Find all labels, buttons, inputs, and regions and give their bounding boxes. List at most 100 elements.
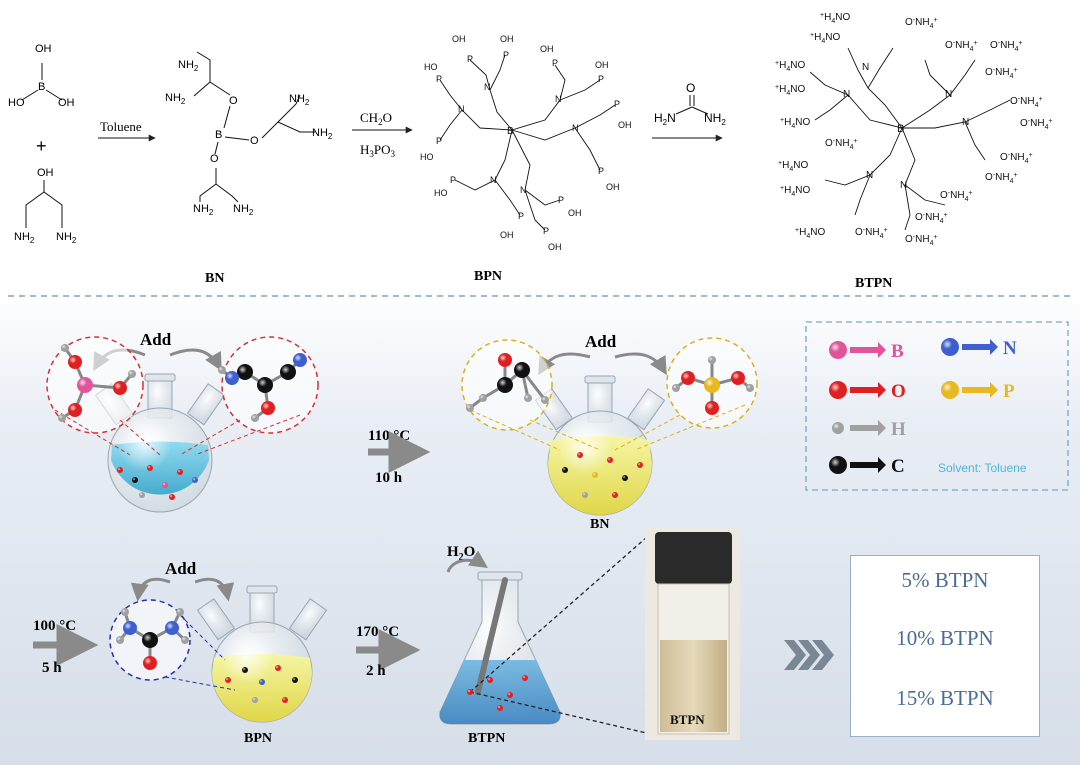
atom-ball-shine — [731, 371, 745, 385]
urea-structure: O H2N NH2 — [654, 81, 726, 127]
atom-ball-shine — [162, 482, 168, 488]
atom-ball-shine — [142, 632, 158, 648]
flask-4-label: BTPN — [468, 731, 505, 746]
bpn-p-4: P — [598, 74, 604, 84]
urea-oxygen: O — [686, 81, 695, 95]
boric-acid-structure: OH B HO OH — [8, 43, 75, 109]
atom-ball-shine — [181, 636, 189, 644]
btpn-onh4-7: O-NH4+ — [825, 138, 858, 151]
step-a-temp: 110 °C — [368, 428, 410, 444]
bpn-p-2: P — [503, 50, 509, 60]
step-b-time: 5 h — [42, 660, 62, 676]
bpn-n-3: N — [458, 104, 465, 114]
btpn-h4n-6: +H4NO — [778, 160, 808, 173]
legend-item-p: P — [941, 381, 1015, 402]
btpn-h4n-7: +H4NO — [780, 185, 810, 198]
atom-ball-shine — [139, 492, 145, 498]
step2-reagent-1: CH2O — [360, 110, 392, 127]
btpn-onh4-6: O-NH4+ — [1020, 118, 1053, 131]
btpn-onh4-3: O-NH4+ — [990, 40, 1023, 53]
legend-label-p: P — [1003, 381, 1015, 402]
btpn-onh4-9: O-NH4+ — [985, 172, 1018, 185]
btpn-n-4: N — [962, 117, 969, 128]
atom-ball-shine — [117, 467, 123, 473]
atom-ball-shine — [251, 414, 259, 422]
bpn-oh-9: OH — [548, 242, 562, 252]
btpn-onh4-13: O-NH4+ — [905, 234, 938, 247]
diamine-nh2-right: NH2 — [56, 231, 77, 245]
atom-ball-shine — [708, 356, 716, 364]
btpn-h4n-2: +H4NO — [810, 32, 840, 45]
chevron-arrows-icon — [784, 640, 834, 670]
btpn-onh4-12: O-NH4+ — [855, 227, 888, 240]
atom-ball-shine — [147, 465, 153, 471]
bpn-n-2: N — [555, 94, 562, 104]
add-arrow-left-3 — [138, 579, 170, 598]
bpn-oh-5: OH — [618, 120, 632, 130]
legend-label-c: C — [891, 456, 905, 477]
btpn-n-6: N — [900, 180, 907, 191]
flask-3 — [197, 586, 326, 722]
boron-atom: B — [38, 81, 45, 93]
atom-ball-shine — [61, 344, 69, 352]
vial-label: BTPN — [670, 712, 705, 727]
boric-oh-1: OH — [35, 43, 52, 55]
urea-nh2: NH2 — [704, 111, 726, 127]
atom-ball-shine — [514, 362, 530, 378]
legend-arrow-c — [850, 457, 886, 473]
atom-ball-shine — [541, 396, 549, 404]
bpn-structure: B N N N N N N P P P P P P P P P P P P OH… — [420, 34, 632, 252]
btpn-n-1: N — [862, 62, 869, 73]
bpn-oh-7: OH — [500, 230, 514, 240]
atom-ball-shine — [705, 401, 719, 415]
bpn-oh-2: OH — [500, 34, 514, 44]
legend-label-n: N — [1003, 338, 1017, 359]
bn-nh2-e: NH2 — [193, 203, 214, 217]
result-item-15: 15% BTPN — [851, 686, 1039, 711]
step-c-temp: 170 °C — [356, 624, 399, 640]
atom-ball-shine — [237, 364, 253, 380]
step-a-time: 10 h — [375, 470, 403, 486]
btpn-h4n-8: +H4NO — [795, 227, 825, 240]
bpn-p-5: P — [436, 74, 442, 84]
bpn-p-12: P — [543, 226, 549, 236]
btpn-onh4-10: O-NH4+ — [940, 190, 973, 203]
legend-ball-shine — [829, 381, 847, 399]
atom-ball-shine — [498, 353, 512, 367]
legend-ball-shine — [832, 422, 844, 434]
atom-ball-shine — [280, 364, 296, 380]
bn-boron: B — [215, 129, 222, 141]
btpn-onh4-1: O-NH4+ — [905, 17, 938, 30]
add-arrow-right-1 — [170, 350, 220, 368]
bpn-p-7: P — [614, 99, 620, 109]
atom-ball-shine — [68, 355, 82, 369]
legend-item-b: B — [829, 341, 904, 362]
bn-o1: O — [229, 95, 238, 107]
atom-ball-shine — [592, 472, 598, 478]
atom-ball-shine — [612, 492, 618, 498]
atom-ball-shine — [681, 371, 695, 385]
atom-ball-shine — [622, 475, 628, 481]
step2-reagent-2: H3PO3 — [360, 142, 396, 159]
atom-ball-shine — [177, 469, 183, 475]
legend-arrow-b — [850, 342, 886, 358]
bpn-oh-3: OH — [540, 44, 554, 54]
atom-ball-shine — [132, 477, 138, 483]
btpn-structure: B N N N N N N +H4NO +H4NO O-NH4+ O-NH4+ … — [775, 12, 1053, 247]
bpn-p-6: P — [436, 136, 442, 146]
atom-ball-shine — [169, 494, 175, 500]
add-label-1: Add — [140, 330, 172, 349]
atom-ball-shine — [582, 492, 588, 498]
flask-2-label: BN — [590, 517, 609, 532]
atom-ball-shine — [225, 677, 231, 683]
atom-ball-shine — [77, 377, 93, 393]
diamine-oh: OH — [37, 167, 54, 179]
result-item-5: 5% BTPN — [851, 568, 1039, 593]
atom-ball-shine — [116, 636, 124, 644]
legend-item-h: H — [832, 419, 906, 440]
legend-solvent: Solvent: Toluene — [938, 461, 1027, 475]
legend-item-n: N — [941, 338, 1017, 359]
bpn-oh-4: OH — [595, 60, 609, 70]
btpn-h4n-4: +H4NO — [775, 84, 805, 97]
atom-ball-shine — [165, 621, 179, 635]
